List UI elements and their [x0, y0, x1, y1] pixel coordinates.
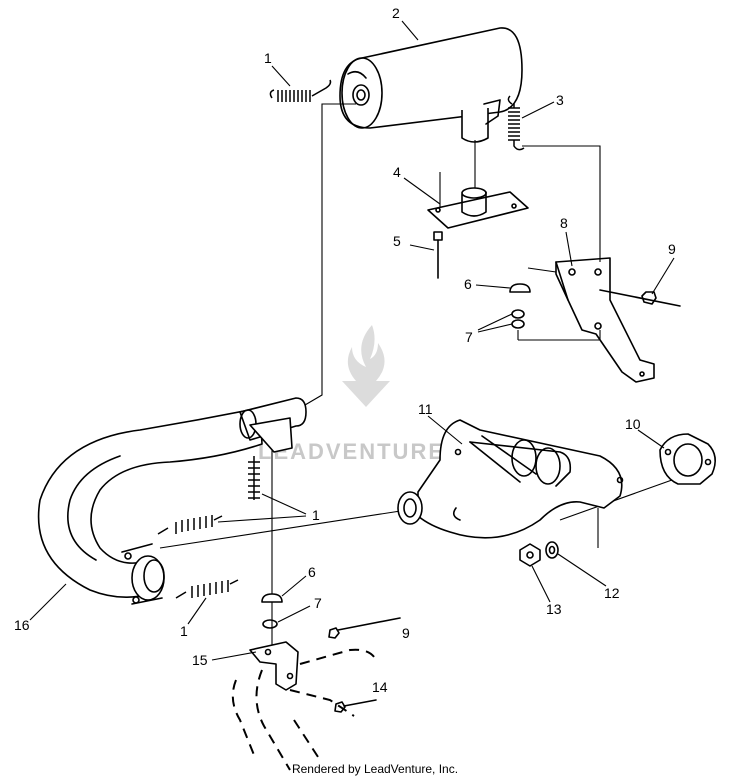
callout-11: 11	[418, 401, 433, 417]
mount-plate	[427, 140, 529, 229]
bolt-upper	[409, 231, 443, 279]
spring-top-left	[269, 79, 332, 102]
callout-8: 8	[560, 215, 568, 231]
callout-15: 15	[192, 652, 208, 668]
callout-9-lower: 9	[402, 625, 410, 641]
callout-4: 4	[393, 164, 401, 180]
callout-1-top: 1	[264, 50, 272, 66]
assembly-reference-lines	[159, 103, 701, 650]
spring-upper-right	[507, 95, 525, 151]
callout-7-lower: 7	[314, 595, 322, 611]
callout-9-upper: 9	[668, 241, 676, 257]
callout-6-upper: 6	[464, 276, 472, 292]
callout-14: 14	[372, 679, 388, 695]
callouts: 1 2 3 4 5 6 7 8 9 10 11 1 16 1 6 7	[14, 5, 676, 695]
frame-outline-dashed	[231, 648, 377, 771]
callout-10: 10	[625, 416, 641, 432]
callout-13: 13	[546, 601, 562, 617]
gasket	[659, 433, 716, 485]
callout-3: 3	[556, 92, 564, 108]
callout-16: 16	[14, 617, 30, 633]
cap-and-washers-upper	[509, 283, 531, 340]
callout-12: 12	[604, 585, 620, 601]
callout-6-lower: 6	[308, 564, 316, 580]
callout-2: 2	[392, 5, 400, 21]
nut-and-washer	[519, 541, 559, 567]
head-pipe	[37, 397, 307, 605]
bolt-bracket	[599, 289, 681, 307]
springs-head-pipe	[157, 456, 260, 599]
callout-1-lower: 1	[180, 623, 188, 639]
callout-5: 5	[393, 233, 401, 249]
callout-7-upper: 7	[465, 329, 473, 345]
muffler-bracket	[527, 257, 655, 383]
lower-mount	[249, 593, 401, 713]
leadventure-watermark: LEADVENTURE	[258, 325, 443, 464]
y-pipe	[397, 419, 624, 539]
callout-1-middle: 1	[312, 507, 320, 523]
footer-credit: Rendered by LeadVenture, Inc.	[291, 762, 459, 776]
muffler	[339, 27, 523, 143]
